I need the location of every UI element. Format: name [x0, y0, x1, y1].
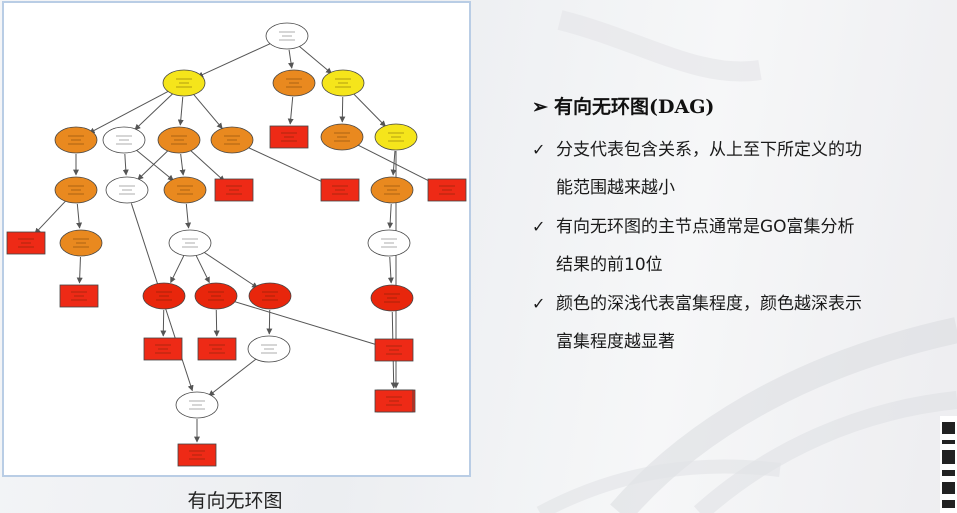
dag-term-ellipse-node — [168, 229, 212, 257]
dag-edge — [197, 41, 275, 78]
dag-term-rect-node — [6, 231, 46, 255]
dag-edge — [195, 255, 210, 284]
dag-term-ellipse-node — [59, 229, 103, 257]
dag-term-ellipse-node — [54, 126, 98, 154]
checkmark-icon: ✓ — [532, 217, 546, 236]
dag-edge — [201, 250, 258, 289]
dag-edge — [387, 203, 394, 229]
dag-term-ellipse-node — [370, 176, 414, 204]
dag-edge — [208, 357, 259, 397]
dag-term-ellipse-node — [102, 126, 146, 154]
dag-edge — [76, 203, 83, 229]
dag-edge — [244, 145, 329, 185]
dag-term-rect-node — [143, 337, 183, 361]
dag-term-ellipse-node — [162, 69, 206, 97]
checkmark-icon: ✓ — [532, 140, 546, 159]
bullet-item-2: ✓ 有向无环图的主节点通常是GO富集分析结果的前10位 — [532, 208, 957, 284]
dag-edge — [287, 96, 294, 125]
dag-term-ellipse-node — [54, 176, 98, 204]
dag-edge — [177, 96, 184, 126]
dag-edge — [352, 92, 386, 127]
bullet-text-line: 富集程度越显著 — [556, 332, 675, 352]
dag-term-rect-node — [374, 389, 414, 413]
bullet-text-line: 结果的前10位 — [556, 255, 663, 275]
dag-edge — [189, 149, 225, 182]
arrow-bullet-icon: ➢ — [532, 96, 548, 118]
dag-term-rect-node — [269, 125, 309, 149]
dag-term-ellipse-node — [210, 126, 254, 154]
qr-block — [942, 440, 955, 444]
dag-edge — [192, 93, 223, 129]
bullet-item-3: ✓ 颜色的深浅代表富集程度，颜色越深表示富集程度越显著 — [532, 285, 957, 361]
dag-term-ellipse-node — [175, 391, 219, 419]
dag-term-ellipse-node — [142, 282, 186, 310]
dag-edge — [297, 44, 332, 74]
dag-edge — [288, 49, 294, 69]
dag-figure-panel — [2, 1, 471, 477]
dag-edge — [76, 256, 83, 284]
dag-term-ellipse-node — [105, 176, 149, 204]
bullet-text-line: 能范围越来越小 — [556, 178, 675, 198]
dag-edge — [229, 299, 383, 348]
dag-term-ellipse-node — [157, 126, 201, 154]
dag-term-ellipse-node — [320, 123, 364, 151]
dag-edge — [387, 256, 394, 284]
dag-term-ellipse-node — [370, 284, 414, 312]
dag-term-ellipse-node — [265, 22, 309, 50]
dag-edge — [122, 153, 129, 176]
figure-caption: 有向无环图 — [187, 490, 283, 512]
dag-edge — [354, 142, 436, 185]
dag-edge — [170, 255, 185, 284]
dag-term-ellipse-node — [374, 123, 418, 151]
qr-block — [942, 422, 955, 434]
bullet-text-line: 分支代表包含关系，从上至下所定义的功 — [556, 140, 862, 160]
dag-term-ellipse-node — [272, 69, 316, 97]
dag-term-rect-node — [374, 338, 414, 362]
dag-edge — [390, 150, 397, 176]
qr-block — [942, 470, 955, 476]
dag-edge — [137, 149, 170, 181]
dag-term-ellipse-node — [248, 282, 292, 310]
qr-block — [942, 482, 955, 494]
dag-graph — [6, 22, 467, 467]
dag-term-rect-node — [177, 443, 217, 467]
dag-term-rect-node — [59, 284, 99, 308]
dag-term-rect-node — [214, 178, 254, 202]
dag-edge — [88, 89, 172, 134]
dag-term-ellipse-node — [163, 176, 207, 204]
section-heading: ➢ 有向无环图(DAG) — [532, 92, 957, 119]
dag-term-ellipse-node — [247, 335, 291, 363]
dag-term-rect-node — [197, 337, 237, 361]
dag-edge — [185, 203, 192, 229]
dag-edge — [134, 92, 175, 131]
bullet-text-line: 有向无环图的主节点通常是GO富集分析 — [556, 217, 855, 237]
qr-block — [942, 450, 955, 464]
dag-term-rect-node — [320, 178, 360, 202]
dag-edge — [134, 148, 174, 181]
bullet-text-line: 颜色的深浅代表富集程度，颜色越深表示 — [556, 294, 862, 314]
bullet-list: ➢有向无环图(DAG) ✓ 分支代表包含关系，从上至下所定义的功能范围越来越小 … — [532, 92, 957, 362]
qr-block — [942, 500, 955, 508]
heading-text: 有向无环图(DAG) — [554, 96, 715, 118]
bullet-item-1: ✓ 分支代表包含关系，从上至下所定义的功能范围越来越小 — [532, 131, 957, 207]
dag-edge — [34, 199, 67, 234]
qr-code-fragment — [940, 416, 957, 513]
dag-term-ellipse-node — [321, 69, 365, 97]
dag-term-ellipse-node — [367, 229, 411, 257]
checkmark-icon: ✓ — [532, 294, 546, 313]
dag-term-rect-node — [427, 178, 467, 202]
dag-edge — [179, 153, 186, 176]
dag-term-ellipse-node — [194, 282, 238, 310]
